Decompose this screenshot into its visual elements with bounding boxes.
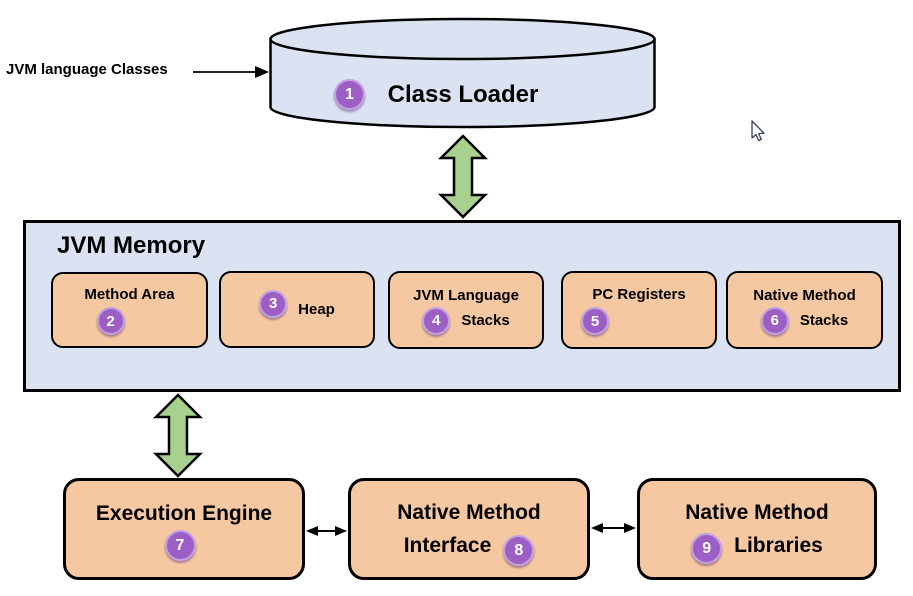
class-loader-cylinder <box>269 17 656 129</box>
jvm-language-classes-label: JVM language Classes <box>6 61 168 78</box>
bidirectional-arrow-icon-bottom <box>152 393 204 478</box>
step-badge-2: 2 <box>96 307 125 335</box>
double-arrow-icon-left <box>306 526 347 536</box>
step-badge-3: 3 <box>259 289 288 318</box>
native-method-libraries-line1: Native Method <box>685 501 829 524</box>
step-badge-5: 5 <box>581 307 609 335</box>
memory-box-heap: 3 Heap <box>219 271 375 348</box>
execution-engine-box: Execution Engine 7 <box>63 478 305 580</box>
class-loader-label: Class Loader <box>387 81 539 108</box>
native-method-stacks-line2: Stacks <box>799 312 849 329</box>
step-badge-6: 6 <box>760 306 789 335</box>
method-area-label: Method Area <box>84 286 175 303</box>
memory-box-native-method-stacks: Native Method 6 Stacks <box>726 271 883 349</box>
jvm-language-stacks-line2: Stacks <box>461 312 510 329</box>
mouse-cursor-icon <box>751 120 765 142</box>
execution-engine-label: Execution Engine <box>95 502 273 525</box>
input-arrow-icon <box>193 66 269 78</box>
native-method-libraries-box: Native Method 9 Libraries <box>637 478 877 580</box>
native-method-libraries-line2: Libraries <box>734 534 823 557</box>
jvm-memory-panel: JVM Memory Method Area 2 3 Heap JVM Lang… <box>23 220 901 392</box>
step-badge-7: 7 <box>164 530 196 561</box>
step-badge-1: 1 <box>334 79 365 110</box>
heap-label: Heap <box>298 301 335 318</box>
jvm-memory-title: JVM Memory <box>57 232 206 259</box>
double-arrow-icon-right <box>591 523 636 533</box>
step-badge-9: 9 <box>691 533 723 564</box>
memory-box-pc-registers: PC Registers 5 <box>561 271 717 349</box>
native-method-interface-line1: Native Method <box>397 501 541 524</box>
native-method-interface-line2: Interface <box>403 534 492 557</box>
jvm-language-stacks-line1: JVM Language <box>413 286 519 304</box>
native-method-stacks-line1: Native Method <box>753 286 856 304</box>
memory-box-jvm-language-stacks: JVM Language 4 Stacks <box>388 271 544 349</box>
bidirectional-arrow-icon-top <box>437 134 489 219</box>
native-method-interface-box: Native Method Interface 8 <box>348 478 590 580</box>
memory-box-method-area: Method Area 2 <box>51 272 208 348</box>
pc-registers-label: PC Registers <box>592 286 686 303</box>
step-badge-8: 8 <box>503 535 535 566</box>
step-badge-4: 4 <box>422 306 451 335</box>
